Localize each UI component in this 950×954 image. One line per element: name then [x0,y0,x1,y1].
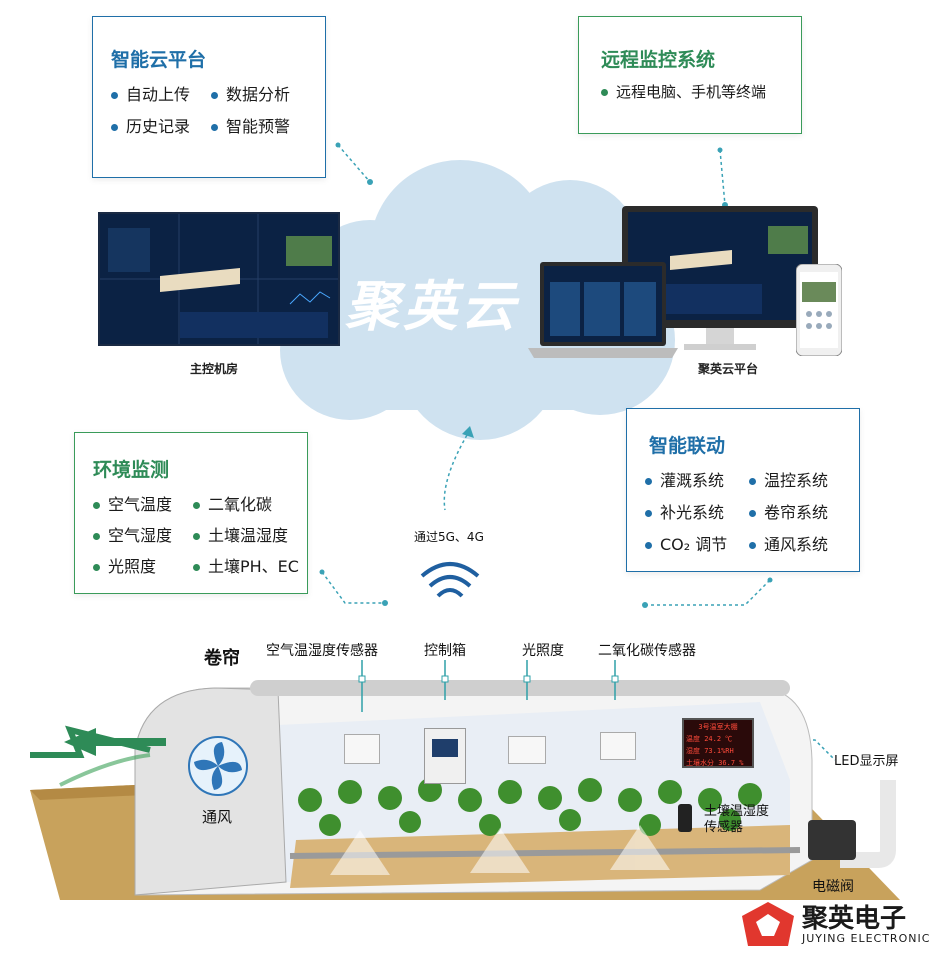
bullet-icon [93,502,100,509]
caption-control-room: 主控机房 [190,362,239,376]
label-control-box: 控制箱 [424,643,466,659]
panel-title: 远程监控系统 [601,49,716,71]
bullet-icon [645,478,652,485]
list-item: 土壤温湿度 [193,522,288,546]
bullet-icon [111,92,118,99]
phone-icon [795,263,843,357]
label-soil-sensor: 土壤温湿度 传感器 [704,804,770,835]
bullet-icon [749,478,756,485]
bullet-icon [749,542,756,549]
laptop-icon [528,262,678,358]
label-air-sensor: 空气温湿度传感器 [266,643,378,659]
brand-name: 聚英电子 [802,904,907,934]
list-item: 二氧化碳 [193,491,272,515]
network-label: 通过5G、4G [414,530,484,544]
control-room-wall [98,212,340,346]
bullet-icon [211,92,218,99]
bullet-icon [93,533,100,540]
wind-arrow-icon [64,728,166,756]
bullet-icon [601,89,608,96]
wifi-icon [420,562,480,598]
list-item: 远程电脑、手机等终端 [601,81,766,102]
bullet-icon [645,542,652,549]
label-led-screen: LED显示屏 [834,754,899,769]
brand-logo-icon [742,902,794,946]
fan-icon [188,736,248,796]
list-item: 历史记录 [111,113,190,137]
list-item: CO₂ 调节 [645,531,727,555]
bullet-icon [93,564,100,571]
panel-title: 智能云平台 [111,49,207,71]
light-sensor [508,736,546,764]
panel-env-monitor: 环境监测 空气温度 二氧化碳 空气湿度 土壤温湿度 光照度 土壤PH、EC [74,432,308,594]
cloud-text: 聚英云 [345,275,519,338]
panel-title: 环境监测 [93,459,170,481]
caption-platform: 聚英云平台 [698,362,759,376]
list-item: 智能预警 [211,113,290,137]
list-item: 土壤PH、EC [193,553,299,577]
soil-sensor [678,804,692,832]
list-item: 灌溉系统 [645,467,724,491]
list-item: 补光系统 [645,499,724,523]
greenhouse-scene [30,680,900,900]
list-item: 空气湿度 [93,522,172,546]
bullet-icon [193,502,200,509]
list-item: 数据分析 [211,81,290,105]
bullet-icon [749,510,756,517]
list-item: 光照度 [93,553,156,577]
list-item: 温控系统 [749,467,828,491]
label-valve: 电磁阀 [812,879,854,895]
led-line: 湿度 73.1%RH [686,747,734,755]
panel-cloud-platform: 智能云平台 自动上传 数据分析 历史记录 智能预警 [92,16,326,178]
led-line: 3号温室大棚 [698,723,738,731]
list-item: 自动上传 [111,81,190,105]
panel-smart-link: 智能联动 灌溉系统 温控系统 补光系统 卷帘系统 CO₂ 调节 通风系统 [626,408,860,572]
laptop-device [528,262,678,362]
label-ventilation: 通风 [202,808,233,826]
list-item: 卷帘系统 [749,499,828,523]
panel-title: 智能联动 [649,435,726,457]
bullet-icon [111,124,118,131]
bullet-icon [211,124,218,131]
brand-subtitle: JUYING ELECTRONIC [802,932,931,945]
label-light: 光照度 [522,643,564,659]
control-box [424,728,466,784]
label-curtain: 卷帘 [204,648,240,669]
co2-sensor [600,732,636,760]
label-co2-sensor: 二氧化碳传感器 [598,643,696,659]
led-line: 土壤水分 36.7 % [686,759,744,767]
panel-remote-monitor: 远程监控系统 远程电脑、手机等终端 [578,16,802,134]
list-item: 空气温度 [93,491,172,515]
list-item: 通风系统 [749,531,828,555]
dashboard-icon [100,214,338,344]
bullet-icon [645,510,652,517]
led-line: 温度 24.2 ℃ [686,735,733,743]
led-display: 3号温室大棚 温度 24.2 ℃ 湿度 73.1%RH 土壤水分 36.7 % [682,718,754,768]
air-sensor [344,734,380,764]
bullet-icon [193,533,200,540]
bullet-icon [193,564,200,571]
phone-device [795,263,843,357]
